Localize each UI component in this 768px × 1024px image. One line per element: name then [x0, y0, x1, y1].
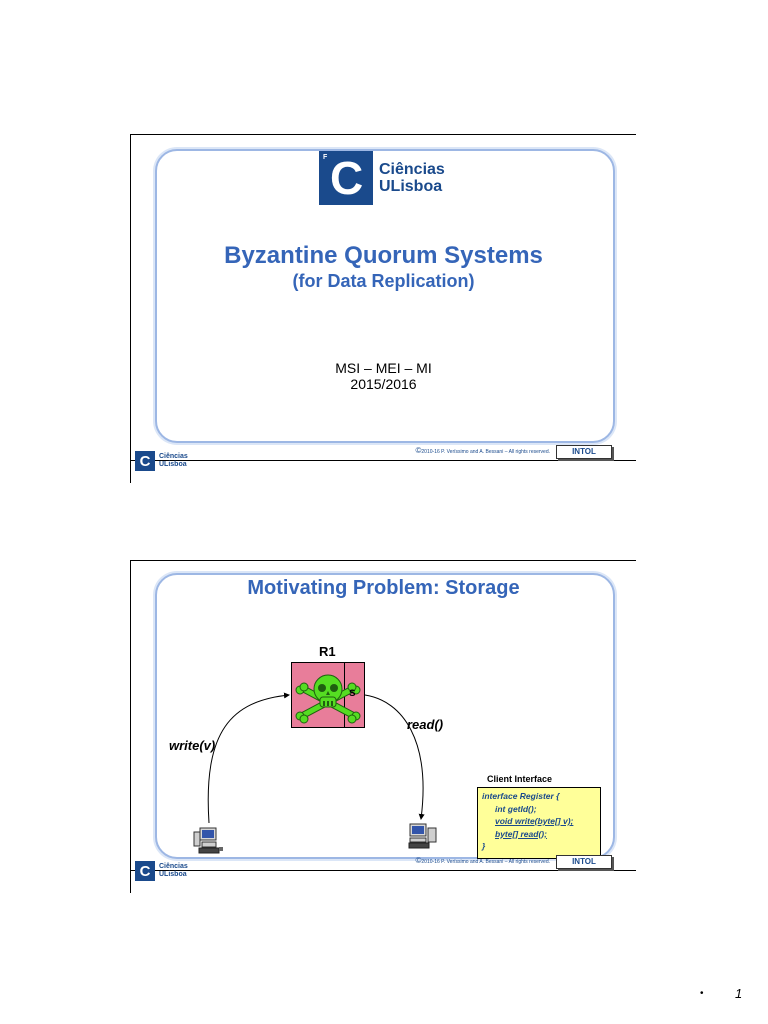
footer-divider: [131, 870, 636, 871]
footer-logo-letter: C: [139, 452, 151, 470]
write-operation-label: write(v): [169, 738, 216, 753]
code-line: interface Register {: [482, 791, 560, 801]
slide-subtitle: (for Data Replication): [292, 271, 475, 291]
slide-motivating-problem: Motivating Problem: Storage R1 s: [130, 560, 636, 893]
code-line: int getId();: [495, 803, 537, 814]
copyright-notice: ©2010-16 P. Veríssimo and A. Bessani – A…: [416, 446, 551, 455]
footer-logo-letter: C: [139, 862, 151, 880]
footer-logo-wordmark: Ciências ULisboa: [159, 863, 188, 879]
academic-year: 2015/2016: [350, 376, 417, 392]
copyright-text: 2010-16 P. Veríssimo and A. Bessani – Al…: [421, 449, 550, 455]
copyright-symbol: ©: [415, 856, 422, 865]
copyright-notice: ©2010-16 P. Veríssimo and A. Bessani – A…: [416, 856, 551, 865]
footer-divider: [131, 460, 636, 461]
intol-badge: INTOL: [556, 445, 612, 459]
copyright-symbol: ©: [415, 446, 422, 455]
slide-footer: C Ciências ULisboa ©2010-16 P. Veríssimo…: [131, 851, 636, 893]
footer-logo-line-1: Ciências: [159, 453, 188, 460]
footer-logo: C Ciências ULisboa: [135, 861, 188, 881]
read-operation-label: read(): [407, 717, 444, 732]
code-line: void write(byte[] v);: [495, 816, 574, 826]
footer-logo-line-2: ULisboa: [159, 461, 187, 468]
slide-panel: [155, 149, 615, 443]
footer-logo-wordmark: Ciências ULisboa: [159, 453, 188, 469]
copyright-text: 2010-16 P. Veríssimo and A. Bessani – Al…: [421, 859, 550, 865]
slide-footer: C Ciências ULisboa ©2010-16 P. Veríssimo…: [131, 441, 636, 483]
computer-client-icon: [408, 823, 437, 849]
slide-heading: Motivating Problem: Storage: [247, 577, 520, 599]
intol-badge: INTOL: [556, 855, 612, 869]
slide-title: F C Ciências ULisboa Byzantine Quorum Sy…: [130, 134, 636, 483]
logo-mark: F C: [319, 151, 373, 205]
ciencias-logo: F C Ciências ULisboa: [319, 151, 445, 205]
client-interface-code: interface Register { int getId(); void w…: [477, 787, 601, 859]
logo-line-2: ULisboa: [379, 178, 443, 195]
computer-client-icon: [193, 827, 223, 854]
server-replica: s: [291, 662, 365, 728]
footer-logo-mark: C: [135, 861, 155, 881]
page-number: 1: [735, 986, 743, 1001]
footer-logo-line-2: ULisboa: [159, 871, 187, 878]
footer-logo: C Ciências ULisboa: [135, 451, 188, 471]
client-interface-title: Client Interface: [487, 774, 553, 784]
server-state: s: [349, 685, 356, 699]
slide-title-heading: Byzantine Quorum Systems: [224, 242, 543, 269]
footer-logo-mark: C: [135, 451, 155, 471]
logo-line-1: Ciências: [379, 161, 445, 178]
code-line: byte[] read();: [495, 828, 547, 839]
logo-wordmark: Ciências ULisboa: [379, 161, 445, 195]
footer-logo-line-1: Ciências: [159, 863, 188, 870]
server-label: R1: [319, 644, 336, 659]
skull-crossbones-icon: [295, 674, 361, 724]
logo-c-letter: C: [330, 152, 364, 204]
course-name: MSI – MEI – MI: [335, 360, 432, 376]
code-line: }: [482, 841, 486, 851]
page-bullet: •: [700, 988, 704, 999]
logo-f-letter: F: [323, 154, 328, 161]
